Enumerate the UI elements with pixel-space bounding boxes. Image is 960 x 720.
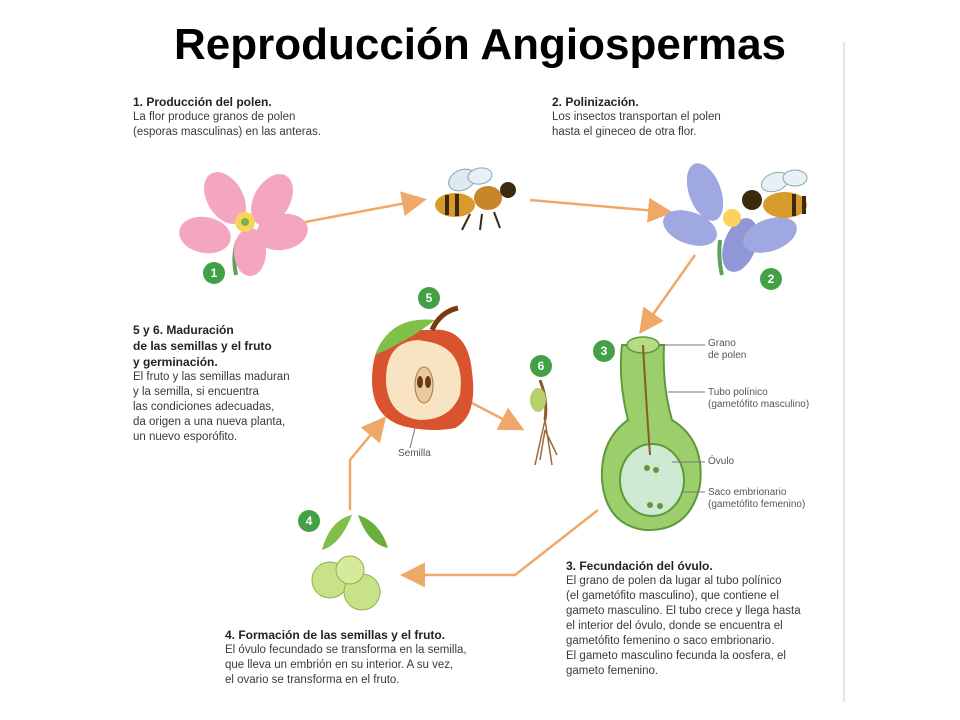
step-4-line: El óvulo fecundado se transforma en la s… bbox=[225, 644, 467, 656]
step-4-text: 4. Formación de las semillas y el fruto.… bbox=[225, 627, 525, 688]
step-2-line: Los insectos transportan el polen bbox=[552, 111, 721, 123]
arrow-1-to-bee bbox=[304, 191, 427, 224]
step-4-heading: 4. Formación de las semillas y el fruto. bbox=[225, 628, 446, 642]
step-1-line: La flor produce granos de polen bbox=[133, 111, 296, 123]
step-1-text: 1. Producción del polen. La flor produce… bbox=[133, 94, 363, 140]
label-line: Tubo polínico bbox=[708, 387, 768, 398]
label-line: de polen bbox=[708, 350, 747, 361]
step-4-line: el ovario se transforma en el fruto. bbox=[225, 674, 400, 686]
step-badge-4: 4 bbox=[298, 510, 320, 532]
step-badge-6: 6 bbox=[530, 355, 552, 377]
step-2-line: hasta el gineceo de otra flor. bbox=[552, 126, 697, 138]
step-3-heading: 3. Fecundación del óvulo. bbox=[566, 559, 713, 573]
step-56-text: 5 y 6. Maduración de las semillas y el f… bbox=[133, 322, 323, 445]
step-badge-2: 2 bbox=[760, 268, 782, 290]
step-56-heading: 5 y 6. Maduración bbox=[133, 323, 234, 337]
arrow-3-to-4 bbox=[400, 509, 599, 588]
step-56-line: y la semilla, si encuentra bbox=[133, 386, 259, 398]
label-line: (gametófito femenino) bbox=[708, 499, 806, 510]
label-line: Grano bbox=[708, 338, 736, 349]
blue-flower-icon bbox=[663, 163, 797, 276]
step-3-line: (el gametófito masculino), que contiene … bbox=[566, 590, 779, 602]
arrow-4-to-5 bbox=[348, 416, 387, 510]
seedling-icon bbox=[530, 379, 558, 466]
step-2-heading: 2. Polinización. bbox=[552, 95, 639, 109]
pistil-section-icon bbox=[600, 336, 705, 532]
bee-on-flower-icon bbox=[742, 169, 808, 218]
label-line: (gametófito masculino) bbox=[708, 399, 810, 410]
step-56-line: El fruto y las semillas maduran bbox=[133, 371, 290, 383]
step-badge-3: 3 bbox=[593, 340, 615, 362]
step-3-text: 3. Fecundación del óvulo. El grano de po… bbox=[566, 558, 841, 679]
step-4-line: que lleva un embrión en su interior. A s… bbox=[225, 659, 454, 671]
arrow-5-to-6 bbox=[469, 400, 525, 431]
young-fruits-icon bbox=[311, 515, 388, 611]
label-saco-embrionario: Saco embrionario (gametófito femenino) bbox=[708, 487, 805, 511]
step-56-line: las condiciones adecuadas, bbox=[133, 401, 275, 413]
step-3-line: gameto masculino. El tubo crece y llega … bbox=[566, 605, 801, 617]
label-grano-de-polen: Grano de polen bbox=[708, 338, 746, 362]
step-2-text: 2. Polinización. Los insectos transporta… bbox=[552, 94, 782, 140]
arrow-bee-to-2 bbox=[529, 197, 673, 223]
step-3-line: gametófito femenino o saco embrionario. bbox=[566, 635, 775, 647]
step-1-heading: 1. Producción del polen. bbox=[133, 95, 272, 109]
diagram-title: Reproducción Angiospermas bbox=[173, 20, 787, 69]
step-3-line: El grano de polen da lugar al tubo polín… bbox=[566, 575, 782, 587]
step-1-line: (esporas masculinas) en las anteras. bbox=[133, 126, 321, 138]
label-ovulo: Óvulo bbox=[708, 456, 735, 467]
step-56-line: un nuevo esporófito. bbox=[133, 431, 238, 443]
apple-section-icon bbox=[372, 305, 474, 449]
label-line: Saco embrionario bbox=[708, 487, 787, 498]
step-3-line: el interior del óvulo, donde se encuentr… bbox=[566, 620, 783, 632]
cycle-arrows bbox=[304, 191, 697, 588]
step-56-heading: y germinación. bbox=[133, 355, 218, 369]
step-3-line: gameto femenino. bbox=[566, 665, 659, 677]
arrow-2-to-3 bbox=[639, 254, 697, 335]
step-badge-5: 5 bbox=[418, 287, 440, 309]
step-56-line: da origen a una nueva planta, bbox=[133, 416, 286, 428]
label-semilla: Semilla bbox=[398, 448, 431, 459]
step-badge-1: 1 bbox=[203, 262, 225, 284]
divider-line bbox=[843, 42, 845, 702]
label-tubo-polinico: Tubo polínico (gametófito masculino) bbox=[708, 387, 809, 411]
pink-flower-icon bbox=[179, 172, 308, 276]
step-56-heading: de las semillas y el fruto bbox=[133, 339, 272, 353]
step-3-line: El gameto masculino fecunda la oosfera, … bbox=[566, 650, 786, 662]
bee-icon bbox=[435, 167, 516, 231]
